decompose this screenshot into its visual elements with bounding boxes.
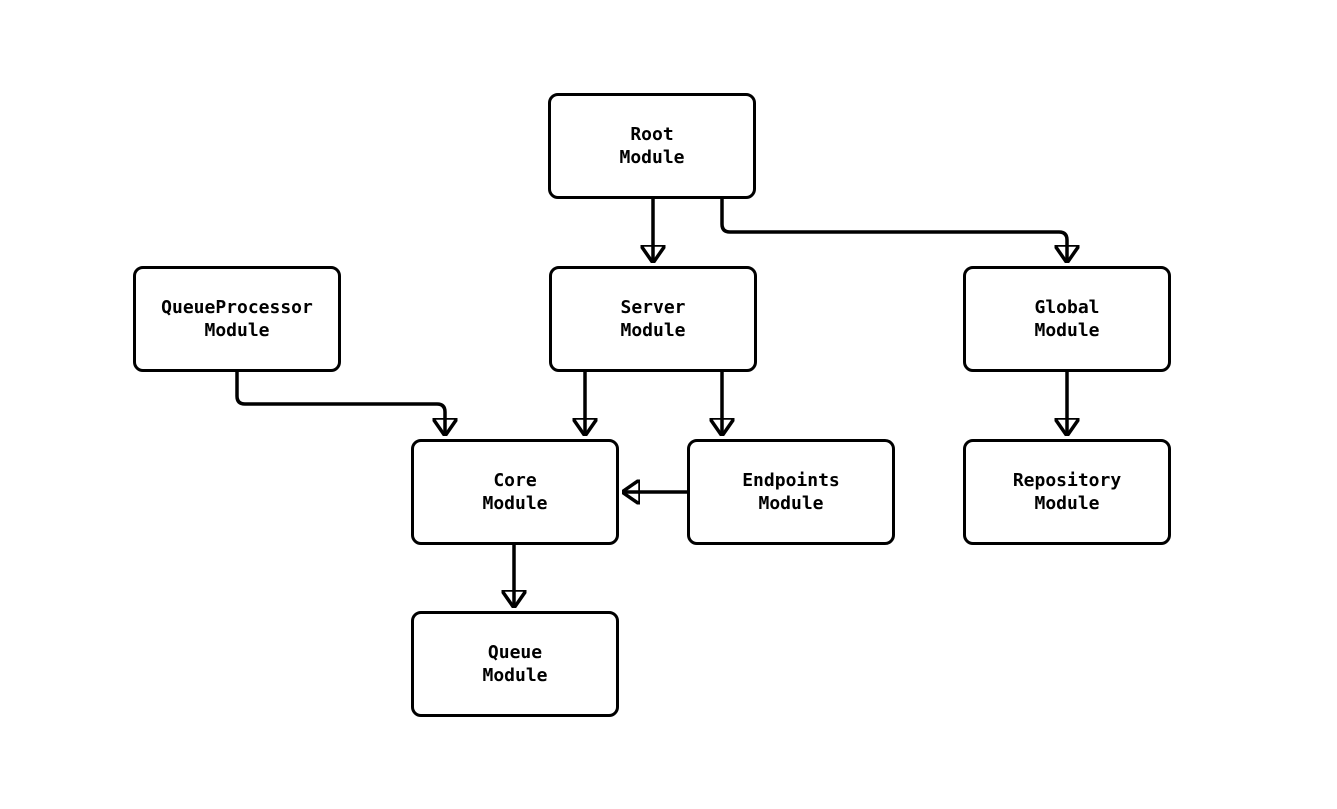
node-queue-line2: Module — [482, 665, 548, 686]
node-queueprocessor-module: QueueProcessor Module — [133, 266, 341, 372]
node-core-line1: Core — [493, 470, 537, 491]
node-repository-module: Repository Module — [963, 439, 1171, 545]
node-core-line2: Module — [482, 493, 548, 514]
node-server-line2: Module — [620, 320, 686, 341]
node-queue-line1: Queue — [487, 642, 543, 663]
node-global-line2: Module — [1034, 320, 1100, 341]
edge-root-to-global — [720, 199, 1067, 263]
edge-queueprocessor-to-core — [235, 372, 445, 436]
node-queueprocessor-line1: QueueProcessor — [161, 297, 313, 318]
node-server-module: Server Module — [549, 266, 757, 372]
node-repository-line1: Repository — [1012, 470, 1122, 491]
node-queue-module: Queue Module — [411, 611, 619, 717]
node-root-module: Root Module — [548, 93, 756, 199]
node-queueprocessor-line2: Module — [204, 320, 270, 341]
node-endpoints-line2: Module — [758, 493, 824, 514]
node-global-line1: Global — [1034, 297, 1100, 318]
node-endpoints-line1: Endpoints — [742, 470, 840, 491]
node-global-module: Global Module — [963, 266, 1171, 372]
node-root-line2: Module — [619, 147, 685, 168]
node-server-line1: Server — [620, 297, 686, 318]
node-core-module: Core Module — [411, 439, 619, 545]
node-root-line1: Root — [630, 124, 674, 145]
node-endpoints-module: Endpoints Module — [687, 439, 895, 545]
node-repository-line2: Module — [1034, 493, 1100, 514]
